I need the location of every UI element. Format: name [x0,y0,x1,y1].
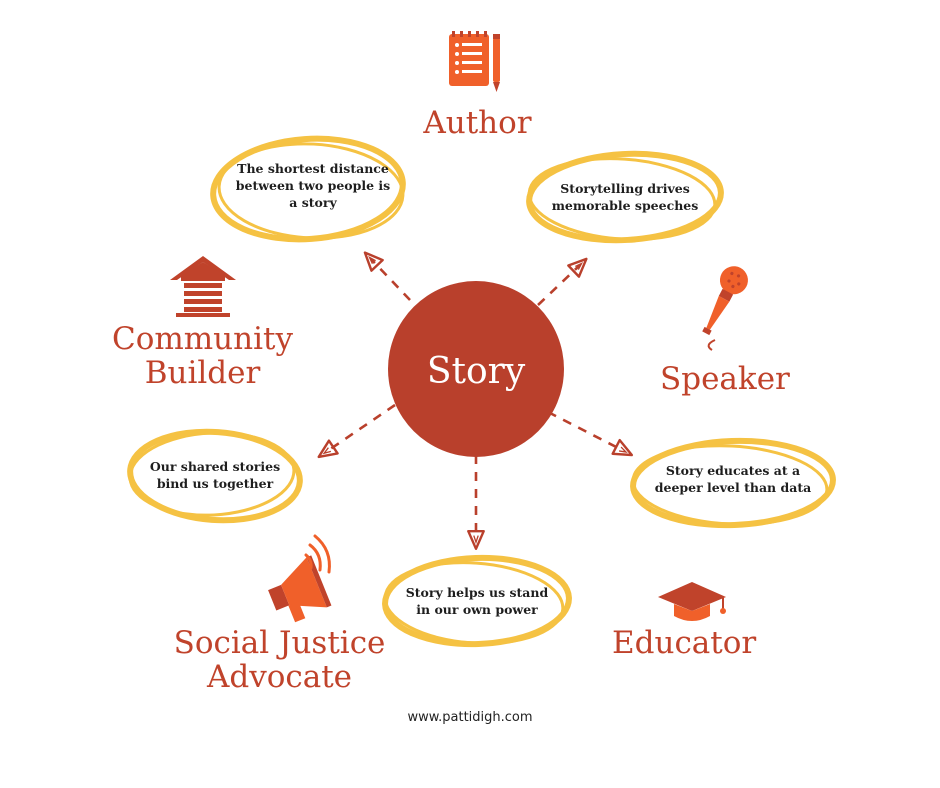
megaphone-icon [268,534,332,623]
role-community-builder-line2: Builder [144,355,261,391]
role-social-justice-advocate-line1: Social Justice [173,625,386,661]
ring-top-left [210,135,406,243]
connector-mid-left [317,403,396,459]
role-community-builder-line1: Community [112,321,293,357]
role-social-justice-advocate: Social Justice Advocate [172,626,387,694]
ring-bottom [382,554,572,648]
notepad-pen-icon [449,31,500,92]
bubble-mid-right-text: Story educates at a deeper level than da… [648,462,818,496]
story-center-circle [388,281,564,457]
microphone-icon [702,266,748,351]
role-speaker: Speaker [660,362,790,396]
bubble-line: in our own power [416,602,538,617]
bubble-line: Storytelling drives [560,181,690,196]
footer-url: www.pattidigh.com [407,710,533,725]
bubble-line: deeper level than data [654,480,812,495]
graduation-cap-icon [658,582,726,621]
role-author: Author [420,106,535,140]
bubble-bottom-text: Story helps us stand in our own power [397,584,557,618]
connectors [317,251,634,551]
bubble-top-left-text: The shortest distance between two people… [228,160,398,211]
bubble-line: between two people is [235,178,391,193]
role-educator-label: Educator [612,625,757,661]
connector-mid-right [547,410,634,457]
bubble-line: Story educates at a [665,463,801,478]
building-icon [170,256,236,317]
bubble-line: memorable speeches [551,198,699,213]
bubble-line: bind us together [156,476,274,491]
bubble-line: Story helps us stand [405,585,549,600]
role-social-justice-advocate-line2: Advocate [206,659,353,695]
center-label: Story [426,351,526,392]
bubble-line: a story [289,195,337,210]
connector-top-left [363,251,411,301]
role-educator: Educator [612,626,756,660]
ring-mid-right [630,437,836,529]
bubble-line: The shortest distance [237,161,389,176]
bubble-line: Our shared stories [149,459,281,474]
role-author-label: Author [423,105,532,141]
connector-top-right [537,257,588,306]
bubble-mid-left-text: Our shared stories bind us together [140,458,290,492]
role-community-builder: Community Builder [110,322,295,390]
ring-mid-left [127,428,303,524]
ring-top-right [526,150,724,244]
bubble-top-right-text: Storytelling drives memorable speeches [545,180,705,214]
role-speaker-label: Speaker [660,361,790,397]
